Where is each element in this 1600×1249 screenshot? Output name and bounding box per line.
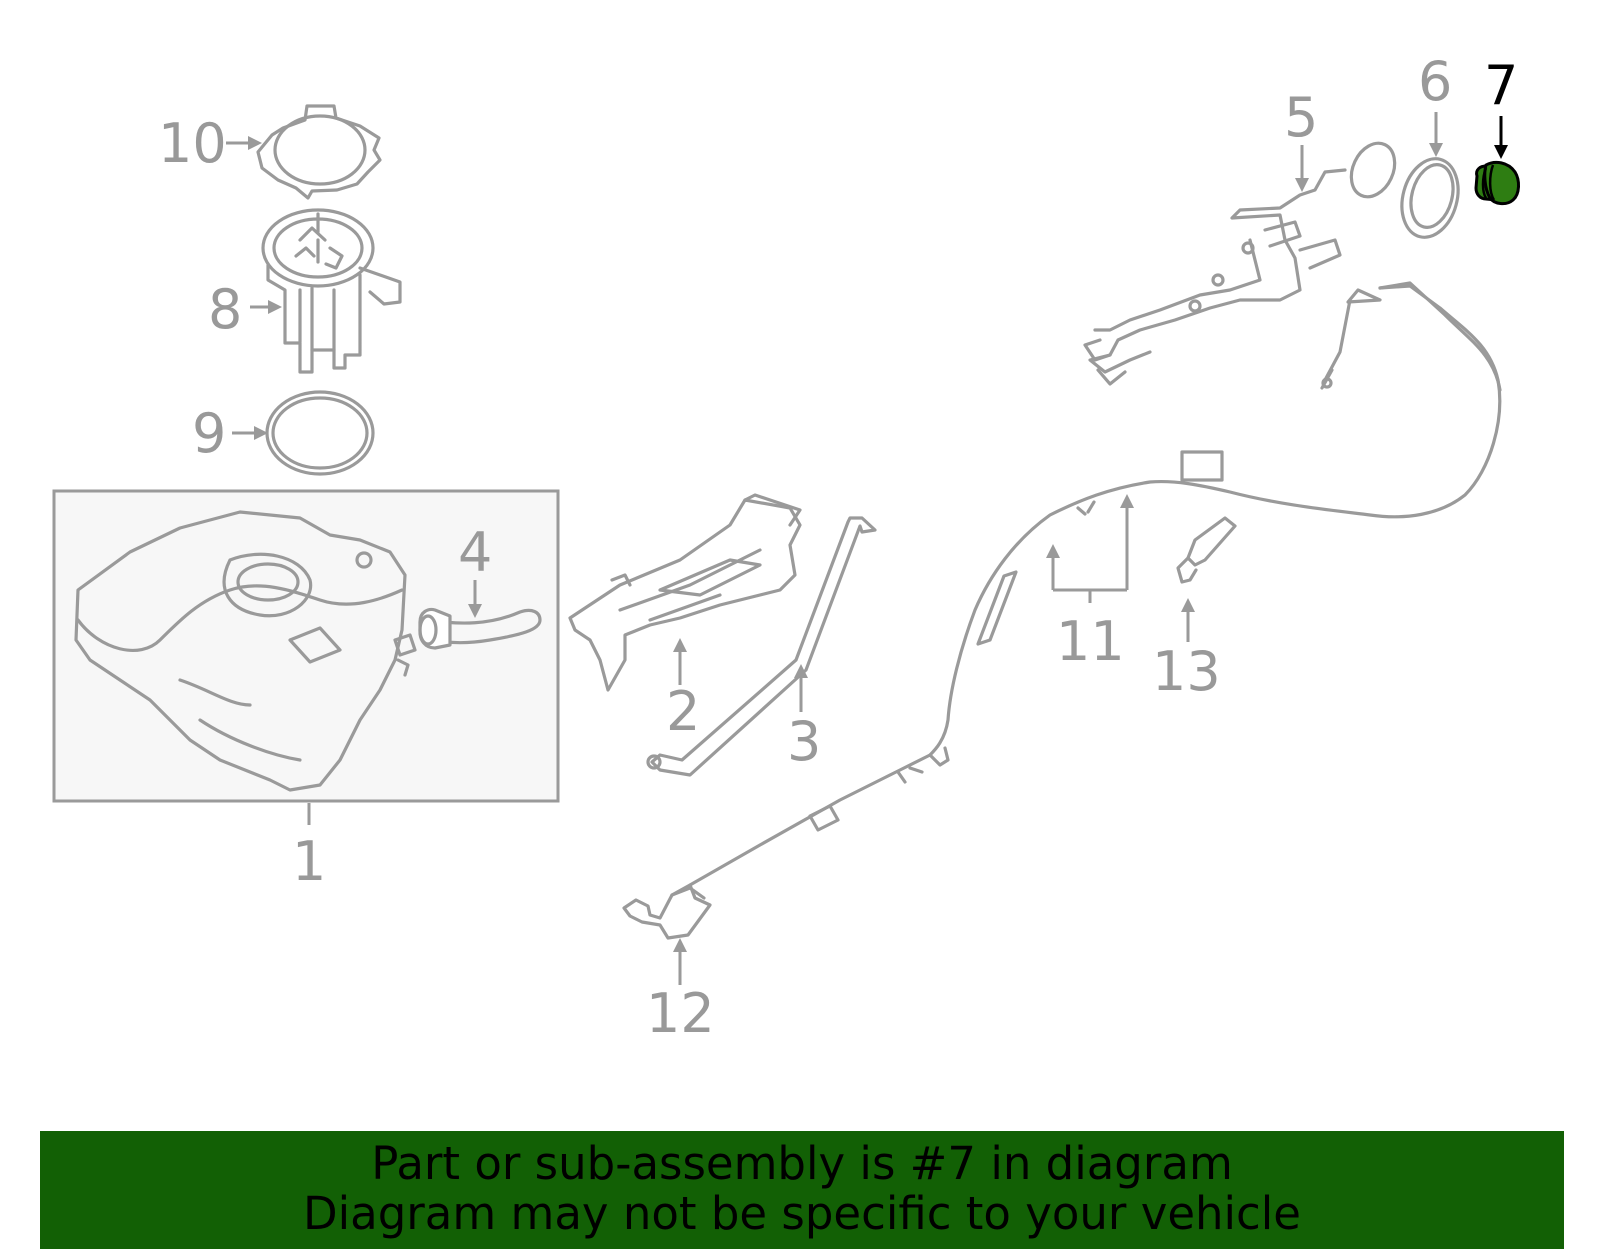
part-11-release-cable[interactable] — [688, 281, 1502, 887]
part-10-lock-ring[interactable] — [256, 104, 382, 200]
callout-7-arrow — [1494, 116, 1508, 159]
callout-number-7: 7 — [1484, 54, 1518, 117]
callout-5-arrow — [1295, 145, 1309, 192]
callout-2-arrow — [673, 638, 687, 685]
part-1-fuel-tank[interactable] — [52, 489, 560, 803]
part-12-opener-lever[interactable] — [622, 804, 840, 940]
callout-number-2: 2 — [666, 680, 700, 743]
callout-number-4: 4 — [458, 521, 492, 584]
callout-number-3: 3 — [787, 710, 821, 773]
callout-6-arrow — [1429, 112, 1443, 157]
callout-number-13: 13 — [1152, 640, 1221, 703]
callout-9-arrow — [232, 426, 268, 440]
callout-number-11: 11 — [1056, 610, 1125, 673]
callout-3-arrow — [794, 664, 808, 712]
part-6-seal-ring[interactable] — [1394, 152, 1467, 243]
banner-line-2: Diagram may not be specific to your vehi… — [303, 1187, 1301, 1240]
callout-12-arrow — [673, 938, 687, 985]
part-9-gasket[interactable] — [265, 390, 375, 476]
callout-10-arrow — [226, 136, 262, 150]
callout-number-1: 1 — [292, 830, 326, 893]
banner-line-1: Part or sub-assembly is #7 in diagram — [371, 1137, 1233, 1190]
callout-number-5: 5 — [1284, 86, 1318, 149]
part-3-strap[interactable] — [646, 516, 877, 777]
part-13-clip[interactable] — [1176, 516, 1237, 584]
callout-number-12: 12 — [646, 982, 715, 1045]
part-2-protector[interactable] — [568, 493, 802, 692]
callout-number-10: 10 — [158, 112, 227, 175]
callout-number-9: 9 — [192, 402, 226, 465]
part-8-fuel-pump[interactable] — [261, 208, 402, 374]
callout-number-8: 8 — [208, 278, 242, 341]
callout-number-6: 6 — [1418, 50, 1452, 113]
info-banner: Part or sub-assembly is #7 in diagram Di… — [40, 1131, 1564, 1249]
callout-4-arrow — [468, 580, 482, 618]
callout-8-arrow — [250, 300, 282, 314]
part-4-hose[interactable] — [418, 607, 542, 650]
callout-11-bracket — [1046, 494, 1134, 603]
part-5-filler-neck[interactable] — [1083, 136, 1403, 386]
callout-13-arrow — [1181, 598, 1195, 642]
part-7-fuel-cap[interactable] — [1474, 160, 1520, 206]
